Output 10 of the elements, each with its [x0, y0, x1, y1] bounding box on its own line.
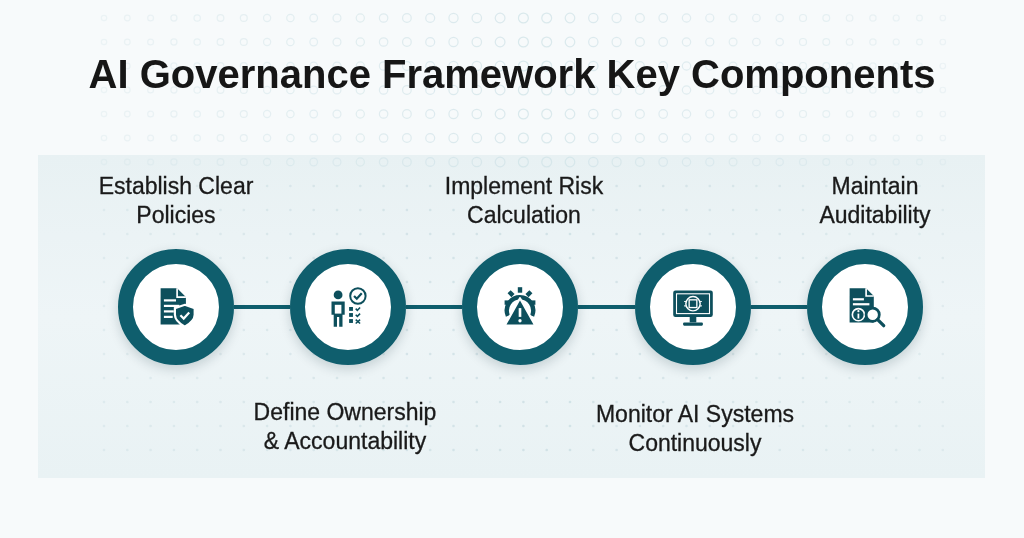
step-label: Monitor AI Systems Continuously: [594, 400, 796, 458]
title: AI Governance Framework Key Components: [88, 51, 936, 98]
step-label: Establish Clear Policies: [97, 172, 255, 230]
connector-line: [406, 305, 462, 309]
step-label: Maintain Auditability: [818, 172, 932, 230]
connector-line: [234, 305, 290, 309]
step-label: Implement Risk Calculation: [443, 172, 605, 230]
connector-line: [751, 305, 807, 309]
connector-line: [578, 305, 635, 309]
step-label: Define Ownership & Accountability: [252, 398, 438, 456]
